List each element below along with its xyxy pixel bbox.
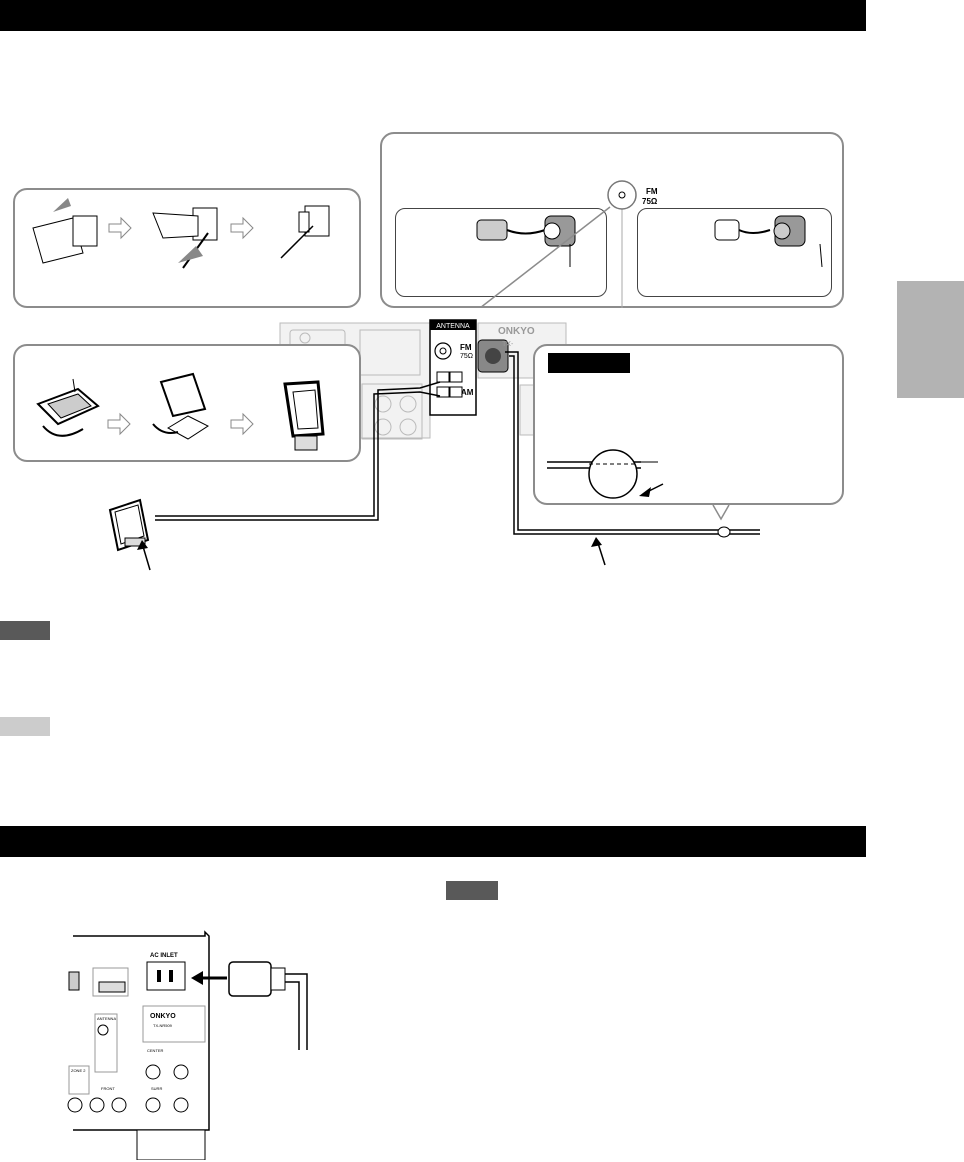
note-label-power [446,881,498,900]
am-assembly-steps [36,372,325,462]
antenna-label: ANTENNA [436,323,470,330]
note-label-light [0,717,50,736]
section-header-bar-bottom [0,826,866,857]
power-model: TX-NR509 [153,1023,173,1028]
power-brand: ONKYO [150,1013,176,1020]
receiver-brand-text: ONKYO TX- [498,326,535,348]
right-arrow-icon [230,216,254,240]
note-label-dark [0,621,50,640]
panel-am-label: AM [461,388,474,397]
side-tab [897,281,964,398]
model-name: TX- [502,341,514,348]
right-arrow-icon [107,412,131,436]
antenna-small-label: ANTENNA [97,1016,116,1021]
right-arrow-icon [230,412,254,436]
panel-fm-label: FM [460,343,472,352]
fm-wire-detail [547,449,730,521]
fm-jack-ohm: 75Ω [642,197,658,206]
surround-label: SURR [151,1086,162,1091]
wire-insert-steps [32,198,330,269]
front-label: FRONT [101,1086,115,1091]
fm-wire-caution-label [548,353,630,373]
section-header-bar-top [0,0,866,31]
right-arrow-icon [108,216,132,240]
ac-inlet-label: AC INLET [150,953,178,959]
zone2-label: ZONE 2 [71,1068,86,1073]
fm-jack-label: FM [646,187,658,196]
brand-name: ONKYO [498,326,535,337]
loop-antenna-icon [108,498,150,552]
rear-panel-diagram: ANTENNA FM 75Ω AM [108,319,760,571]
power-cord-diagram: AC INLET ANTENNA ONKYO TX-NR509 ZONE 2 C… [67,930,308,1160]
panel-fm-ohm: 75Ω [460,353,473,360]
center-label: CENTER [147,1048,164,1053]
fm-connector-art: FM 75Ω [476,180,823,308]
